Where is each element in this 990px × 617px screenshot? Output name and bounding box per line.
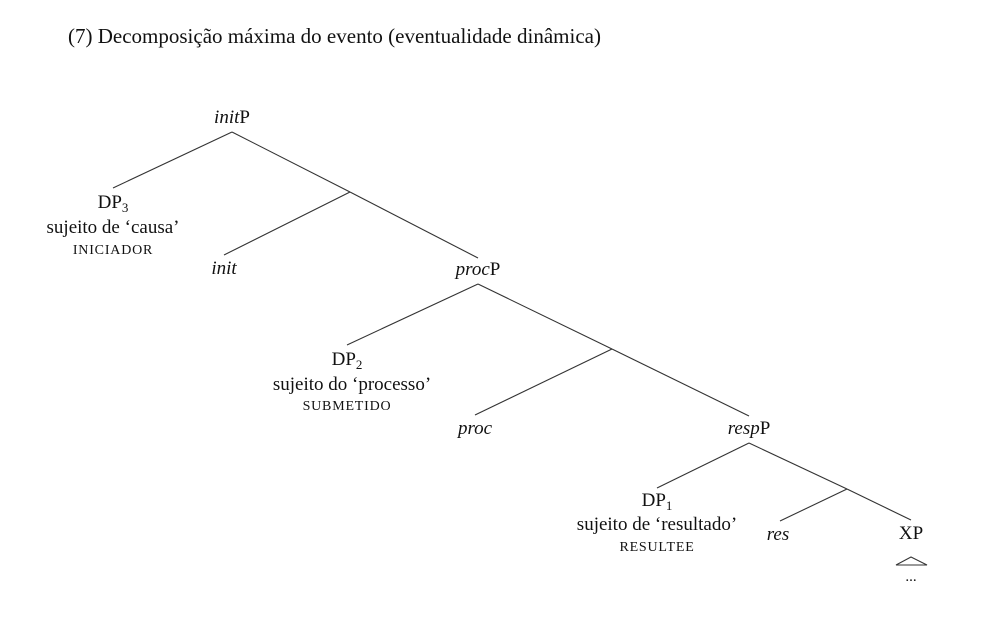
dp2-role: SUBMETIDO [302, 399, 392, 414]
edge-initP-dp3 [112, 131, 233, 189]
edge-respP-bar [748, 442, 848, 490]
node-dp3: DP3 [97, 192, 129, 215]
node-procP: procP [455, 259, 501, 280]
node-res: res [766, 524, 790, 545]
edge-procP-dp2 [346, 283, 479, 346]
edge-respP-dp1 [656, 442, 750, 489]
edge-respbar-xp [846, 488, 912, 521]
example-caption: (7) Decomposição máxima do evento (event… [68, 24, 601, 48]
dp3-role: INICIADOR [72, 243, 154, 258]
edge-initbar-init [223, 191, 351, 256]
node-initP: initP [214, 107, 250, 128]
edge-procbar-respP [611, 348, 750, 417]
dp2-gloss: sujeito do ‘processo’ [272, 374, 432, 395]
edge-procbar-proc [474, 348, 613, 416]
dp1-gloss: sujeito de ‘resultado’ [576, 514, 738, 535]
edge-respbar-res [779, 488, 848, 522]
dp3-gloss: sujeito de ‘causa’ [46, 217, 180, 238]
edge-initbar-procP [349, 191, 479, 259]
node-init: init [211, 258, 237, 279]
node-dp1: DP1 [641, 490, 673, 513]
node-xp: XP [898, 523, 924, 544]
edge-initP-bar [231, 131, 351, 193]
edge-procP-bar [477, 283, 613, 350]
xp-content: ... [905, 569, 917, 585]
xp-triangle [895, 556, 928, 566]
node-respP: respP [727, 418, 771, 439]
node-dp2: DP2 [331, 349, 363, 372]
node-proc: proc [457, 418, 493, 439]
dp1-role: RESULTEE [619, 540, 695, 555]
